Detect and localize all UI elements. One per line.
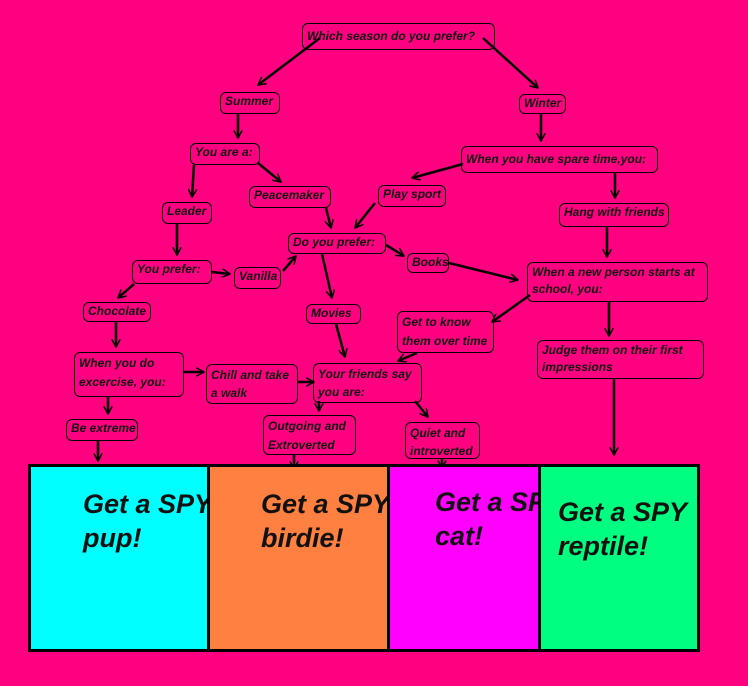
result-box-cat: Get a SPY cat!	[387, 464, 564, 652]
node-you-prefer: You prefer:	[132, 260, 212, 284]
node-spare-time: When you have spare time,you:	[461, 146, 658, 173]
node-hang-friends: Hang with friends	[559, 203, 669, 227]
arrow-get-to-know-to-friends-say	[398, 351, 418, 361]
node-outgoing: Outgoing and Extroverted	[263, 415, 356, 455]
node-do-you-prefer: Do you prefer:	[288, 233, 386, 254]
arrow-friends-say-to-quiet	[414, 400, 428, 417]
node-chocolate: Chocolate	[83, 302, 151, 322]
node-judge: Judge them on their first impressions	[537, 340, 704, 379]
arrow-do-you-prefer-to-books	[385, 243, 404, 258]
node-leader: Leader	[162, 202, 212, 224]
node-movies: Movies	[306, 304, 361, 324]
arrow-do-you-prefer-to-movies	[320, 253, 332, 298]
node-winter: Winter	[519, 94, 566, 114]
node-vanilla: Vanilla	[234, 267, 281, 289]
node-exercise: When you do excercise, you:	[74, 352, 184, 397]
node-chill: Chill and take a walk	[206, 364, 298, 404]
node-you-are: You are a:	[190, 143, 260, 165]
result-text-pup: Get a SPY pup!	[83, 489, 212, 553]
node-books: Books	[407, 253, 449, 273]
arrow-play-sport-to-do-you-prefer	[355, 202, 376, 228]
node-new-person: When a new person starts at school, you:	[527, 262, 708, 302]
node-season-question: Which season do you prefer?	[302, 23, 495, 50]
arrow-you-prefer-to-vanilla	[211, 272, 230, 274]
node-peacemaker: Peacemaker	[249, 186, 331, 208]
arrow-movies-to-friends-say	[334, 323, 345, 357]
result-box-pup: Get a SPY pup!	[28, 464, 212, 652]
result-box-reptile: Get a SPY reptile!	[538, 464, 700, 652]
node-be-extreme: Be extreme	[66, 419, 138, 441]
arrow-you-are-to-peacemaker	[257, 162, 281, 182]
result-box-birdie: Get a SPY birdie!	[207, 464, 390, 652]
arrow-you-are-to-leader	[192, 164, 194, 197]
arrow-vanilla-to-do-you-prefer	[282, 256, 296, 272]
node-quiet: Quiet and introverted	[405, 422, 480, 459]
arrow-peacemaker-to-do-you-prefer	[326, 207, 331, 228]
node-play-sport: Play sport	[378, 185, 446, 207]
arrow-you-prefer-to-chocolate	[118, 283, 135, 298]
node-get-to-know: Get to know them over time	[397, 311, 494, 353]
result-text-reptile: Get a SPY reptile!	[558, 497, 687, 561]
arrow-spare-time-to-play-sport	[412, 162, 464, 178]
arrow-books-to-new-person	[448, 261, 518, 280]
node-summer: Summer	[220, 92, 280, 114]
arrow-season-to-summer	[258, 37, 321, 86]
arrow-new-person-to-get-to-know	[492, 293, 531, 324]
result-text-birdie: Get a SPY birdie!	[261, 489, 390, 553]
node-friends-say: Your friends say you are:	[313, 363, 422, 403]
